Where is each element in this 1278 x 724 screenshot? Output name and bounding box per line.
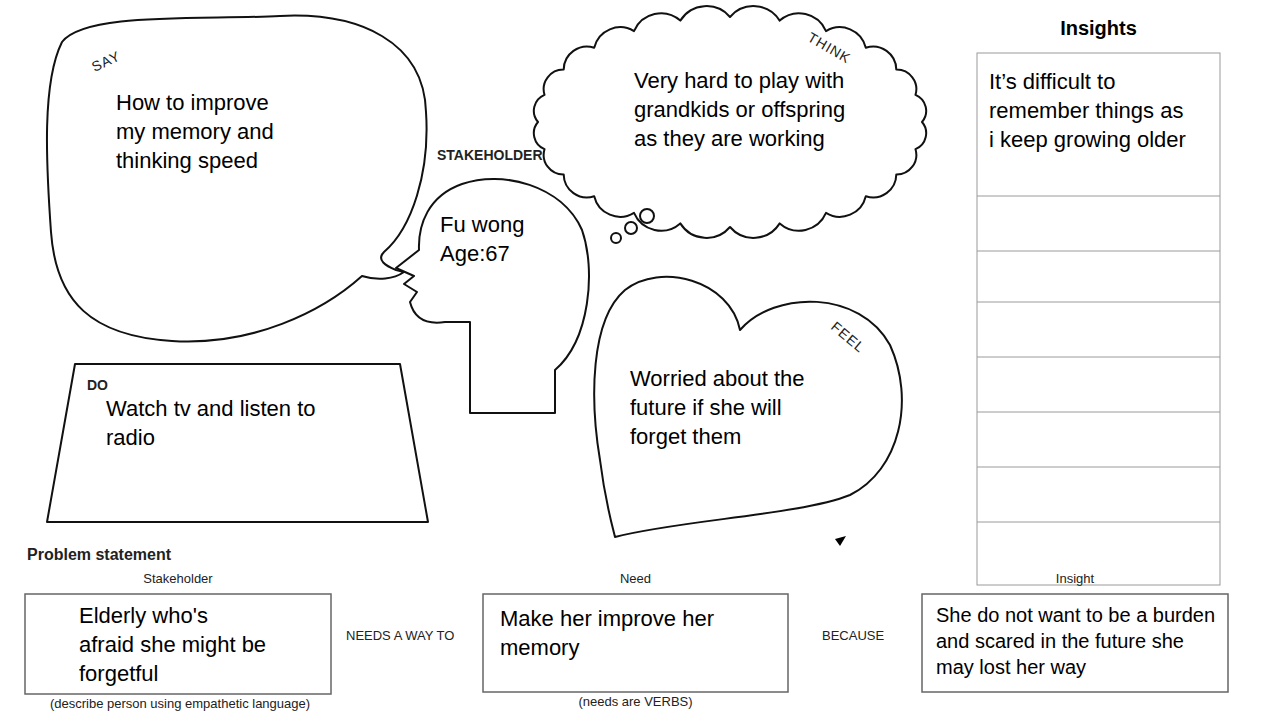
connector-word: NEEDS A WAY TO [346,628,454,643]
outline-part [977,196,1220,197]
outline-part [977,357,1220,358]
say-bubble: SAYHow to improve my memory and thinking… [40,8,432,353]
stakeholder-heading: STAKEHOLDER [437,146,567,164]
outline-part [977,412,1220,413]
outline-part [977,251,1220,252]
outline-part [977,467,1220,468]
feel-heart: FEELWorried about the future if she will… [585,260,920,545]
box-heading: Stakeholder [25,571,331,587]
outline-part [47,16,427,342]
insight-box: InsightShe do not want to be a burden an… [917,566,1235,694]
outline-part [640,209,654,223]
outline-part [594,277,902,537]
insights-text: It’s difficult to remember things as i k… [989,67,1189,154]
outline-part [611,233,621,243]
outline-part [396,179,589,413]
outline-part [977,53,1220,585]
outline-part [977,302,1220,303]
do-text: Watch tv and listen to radio [106,394,351,452]
say-text: How to improve my memory and thinking sp… [116,88,291,175]
outline-part [47,364,428,522]
insights-column: InsightsIt’s difficult to remember thing… [975,12,1225,592]
need-box: NeedMake her improve her memory (needs ar… [478,566,793,712]
do-label: DO [87,376,117,394]
box-caption: (describe person using empathetic langua… [20,696,340,712]
box-heading: Insight [922,571,1228,587]
do-box: DOWatch tv and listen to radio [44,360,432,526]
outline-part [625,222,637,234]
outline-part [483,594,788,692]
insights-heading: Insights [977,16,1220,41]
outline-part [25,594,331,694]
box-text: Make her improve her memory [500,604,760,662]
feel-text: Worried about the future if she will for… [630,364,835,451]
stakeholder-text: Fu wong Age:67 [440,210,550,268]
think-text: Very hard to play with grandkids or offs… [634,66,866,153]
box-text: Elderly who's afraid she might be forget… [79,601,269,688]
stakeholder-box: StakeholderElderly who's afraid she migh… [20,566,340,714]
box-caption: (needs are VERBS) [483,694,788,710]
outline-part [977,522,1220,523]
section-heading: Problem statement [27,546,171,564]
outline-part [534,6,926,238]
connector-word: BECAUSE [822,628,884,643]
ink-mark [835,536,846,546]
box-heading: Need [483,571,788,587]
think-cloud: THINKVery hard to play with grandkids or… [520,5,940,255]
box-text: She do not want to be a burden and scare… [936,602,1218,680]
outline-part [922,594,1228,692]
